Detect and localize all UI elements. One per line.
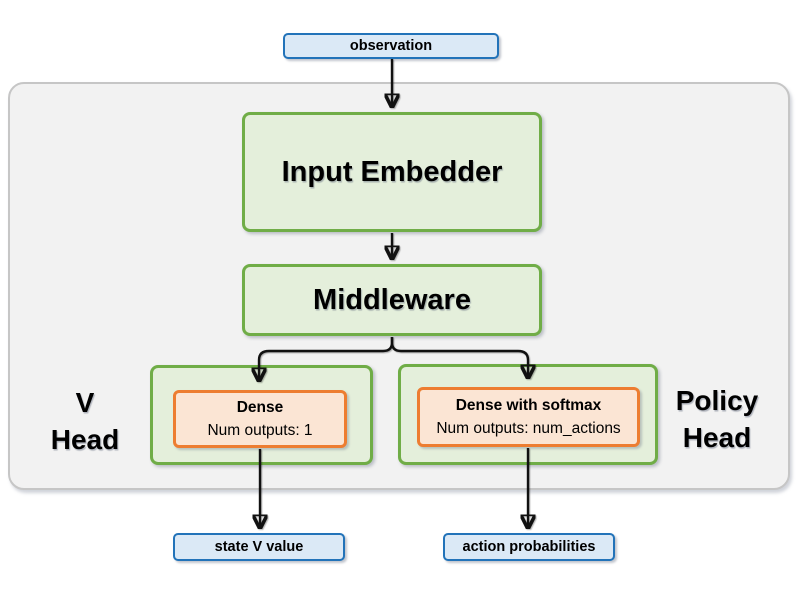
label-policy-head: Policy Head <box>657 382 777 456</box>
node-action-probabilities: action probabilities <box>443 533 615 561</box>
node-v-dense-title: Dense <box>236 399 284 416</box>
node-observation-label: observation <box>349 38 433 54</box>
label-policy-head-line1: Policy <box>675 385 759 416</box>
label-v-head-line1: V <box>75 387 95 418</box>
node-input-embedder-label: Input Embedder <box>281 155 503 188</box>
node-input-embedder: Input Embedder <box>242 112 542 232</box>
label-policy-head-line2: Head <box>682 422 752 453</box>
node-v-dense: Dense Num outputs: 1 <box>173 390 347 448</box>
node-observation: observation <box>283 33 499 59</box>
node-middleware-label: Middleware <box>313 283 471 316</box>
label-v-head: V Head <box>35 384 135 458</box>
node-policy-dense-title: Dense with softmax <box>455 397 602 414</box>
node-policy-dense: Dense with softmax Num outputs: num_acti… <box>417 387 640 447</box>
label-v-head-line2: Head <box>50 424 120 455</box>
node-policy-dense-subtitle: Num outputs: num_actions <box>436 420 621 437</box>
node-v-dense-subtitle: Num outputs: 1 <box>207 422 313 439</box>
node-middleware: Middleware <box>242 264 542 336</box>
node-action-probabilities-label: action probabilities <box>462 539 596 555</box>
node-state-v-value-label: state V value <box>214 539 304 555</box>
node-state-v-value: state V value <box>173 533 345 561</box>
